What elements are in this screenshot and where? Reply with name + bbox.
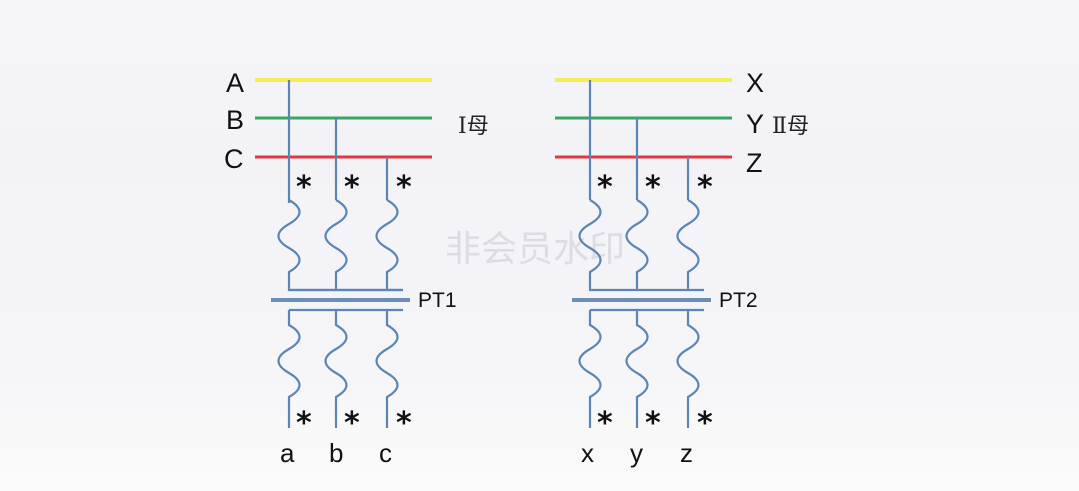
watermark: 非会员水印 — [445, 229, 625, 270]
secondary-label-b: b — [329, 438, 343, 468]
bus-label-z: Z — [746, 148, 763, 178]
pt2-primary-star-x: * — [597, 170, 613, 205]
secondary-label-y: y — [630, 438, 643, 468]
bus-ii-name: Ⅱ母 — [772, 114, 809, 139]
bus-label-a: A — [226, 68, 244, 98]
pt1-secondary-star-a: * — [296, 406, 312, 441]
bus-label-c: C — [224, 144, 244, 174]
secondary-label-z: z — [680, 438, 693, 468]
pt1-label: PT1 — [418, 289, 457, 312]
pt2-primary-windings — [578, 199, 704, 292]
pt1-secondary-star-b: * — [344, 406, 360, 441]
pt2-label: PT2 — [719, 289, 758, 312]
pt1-primary-windings — [277, 199, 403, 292]
pt2-primary-leads — [588, 80, 690, 200]
pt2-secondary-star-y: * — [645, 406, 661, 441]
pt1-primary-star-c: * — [396, 170, 412, 205]
secondary-label-c: c — [379, 438, 392, 468]
pt2-primary-star-z: * — [697, 170, 713, 205]
secondary-label-x: x — [581, 438, 594, 468]
pt1-secondary-windings — [277, 308, 403, 428]
pt1-primary-star-a: * — [296, 170, 312, 205]
bus-label-b: B — [226, 105, 244, 135]
pt1-secondary-star-c: * — [396, 406, 412, 441]
pt1-primary-star-b: * — [344, 170, 360, 205]
pt2-secondary-star-z: * — [697, 406, 713, 441]
bus-i-name: Ⅰ母 — [458, 114, 489, 139]
pt2-secondary-star-x: * — [597, 406, 613, 441]
bus-label-y: Y — [746, 109, 764, 139]
pt2-primary-star-y: * — [645, 170, 661, 205]
pt2-secondary-windings — [578, 308, 704, 428]
secondary-label-a: a — [280, 438, 295, 468]
bus-label-x: X — [746, 68, 764, 98]
pt1-primary-leads — [287, 80, 389, 203]
